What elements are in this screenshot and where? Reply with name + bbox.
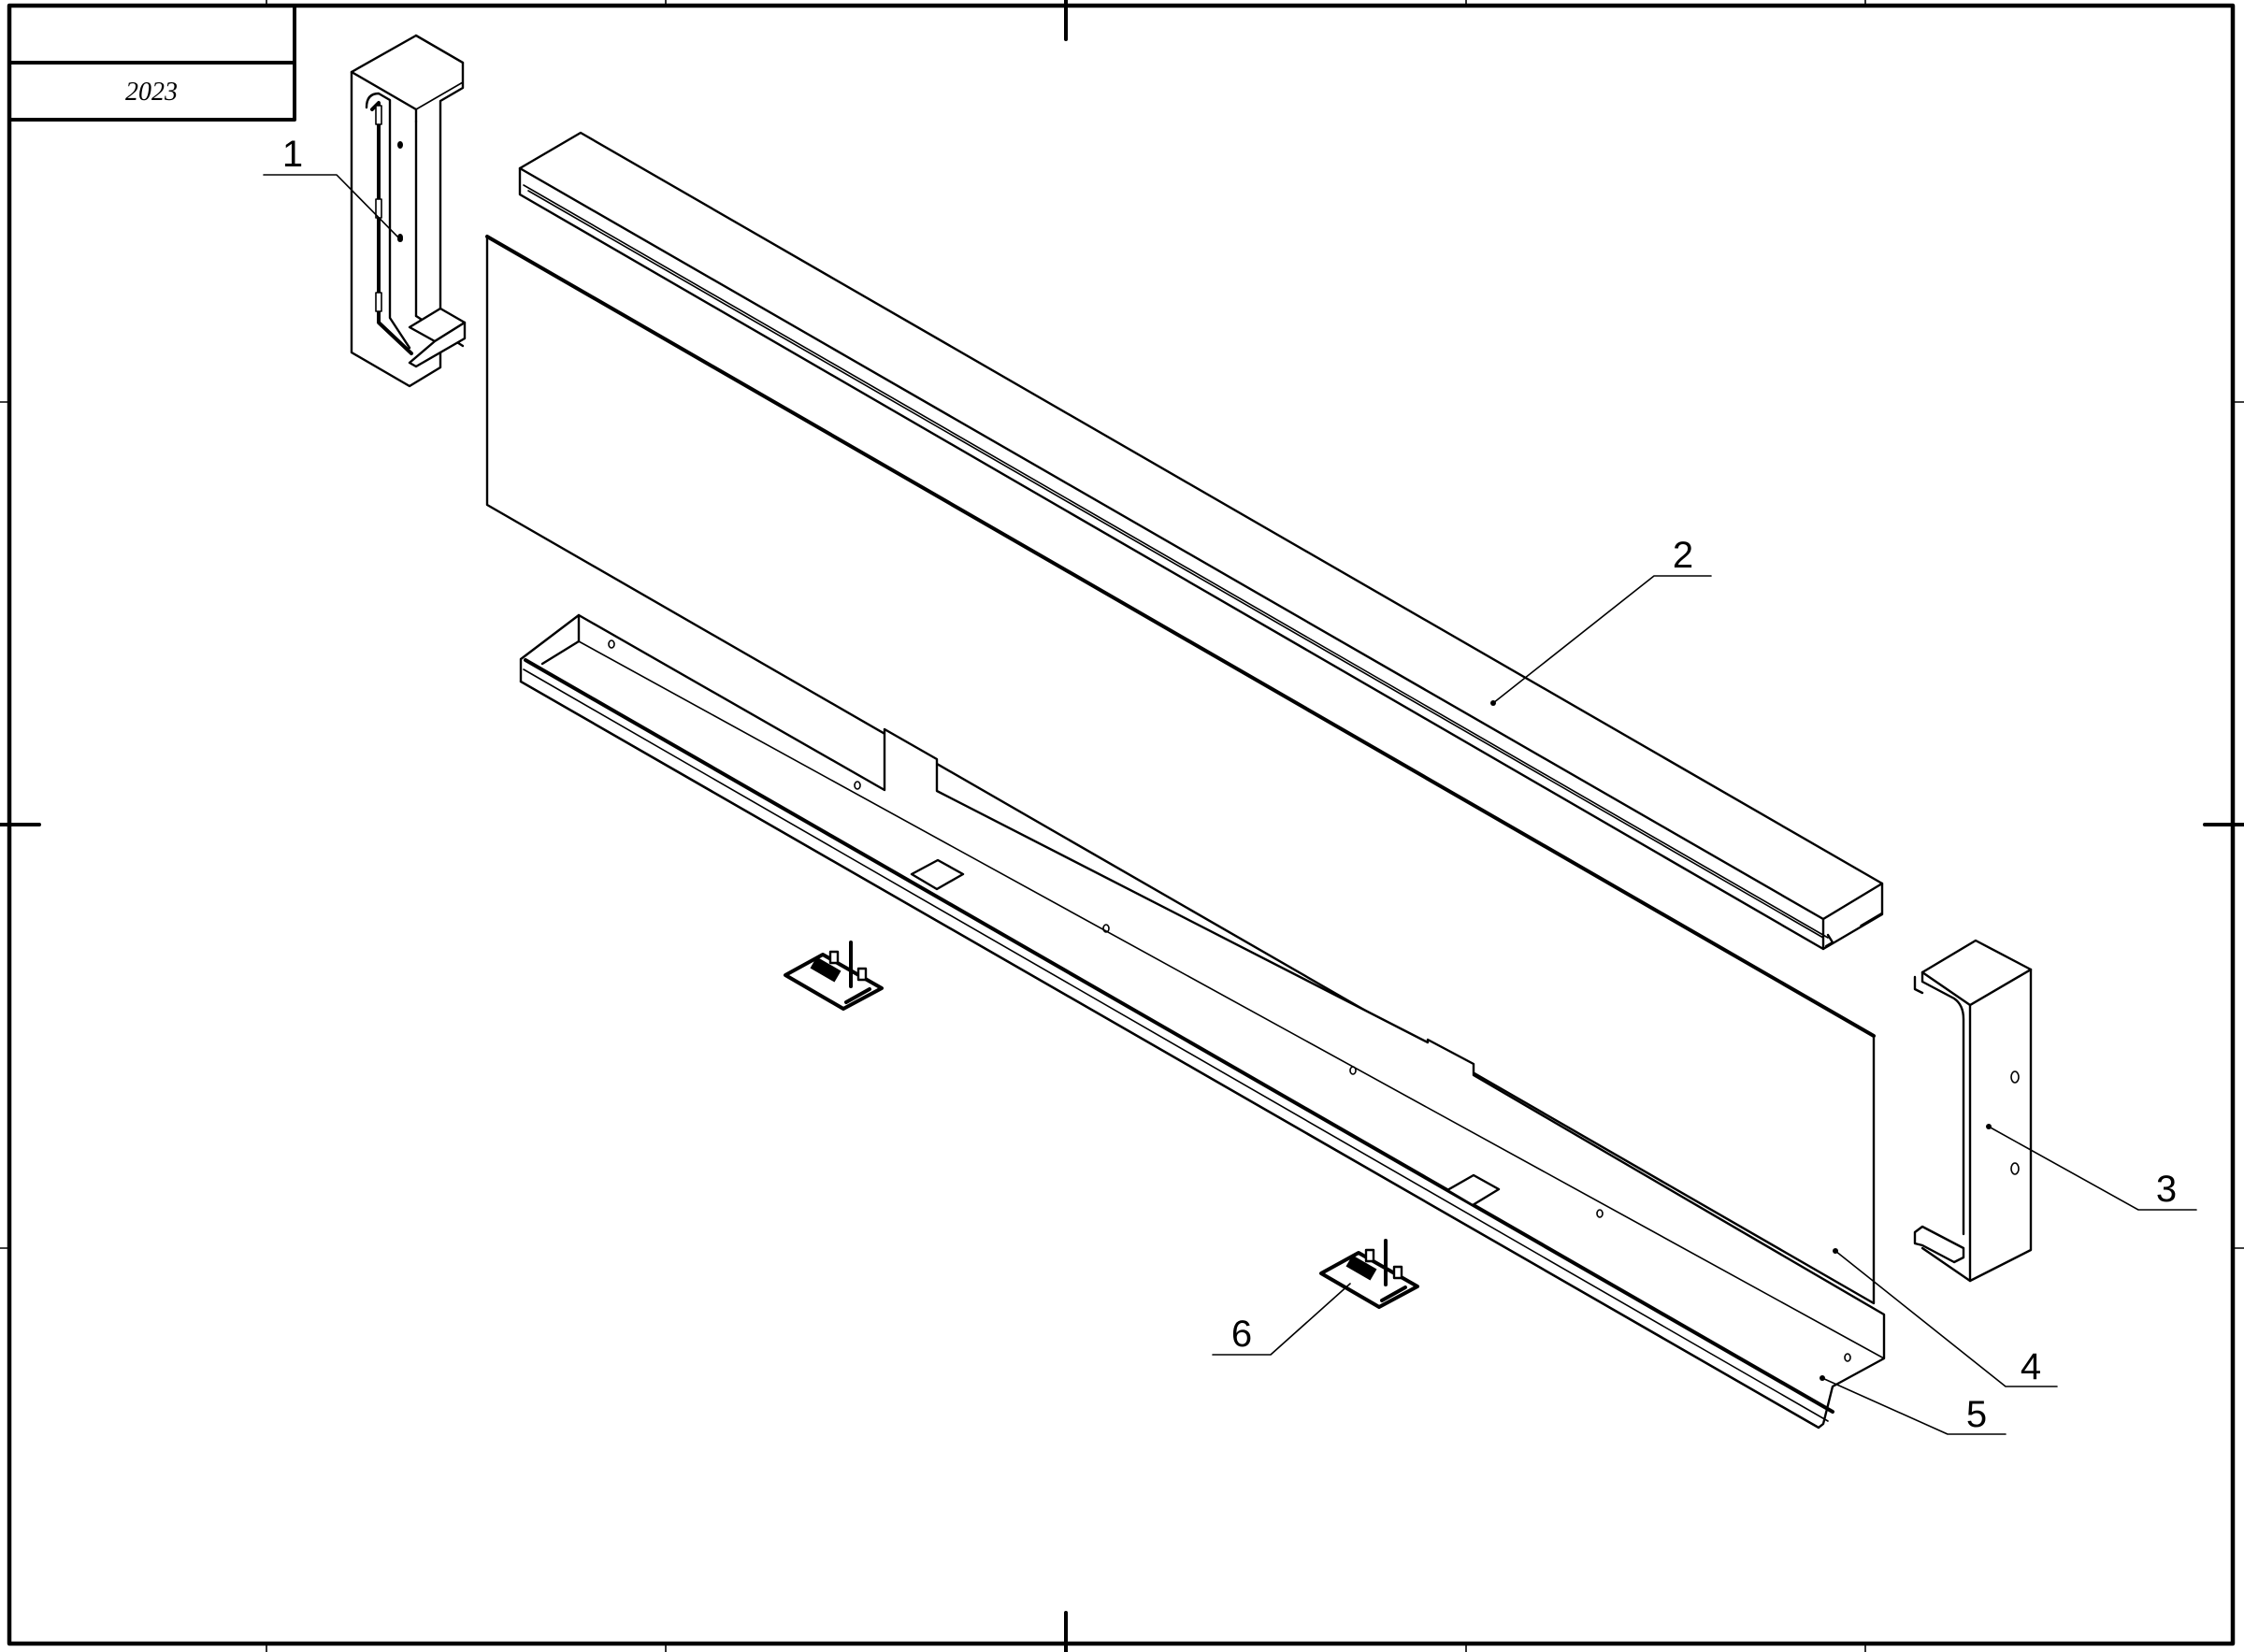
- callout-label-1: 1: [282, 134, 303, 175]
- callout-1: 1: [263, 134, 403, 242]
- callout-label-6: 6: [1231, 1314, 1252, 1355]
- callout-label-3: 3: [2156, 1169, 2177, 1210]
- part-6-hinge-bracket-left: [784, 941, 884, 1011]
- title-block-year: 2023: [125, 78, 178, 107]
- callout-2: 2: [1490, 535, 1712, 706]
- part-4-panel: [485, 235, 1876, 1305]
- callout-label-4: 4: [2021, 1346, 2041, 1387]
- part-1-left-end-cap: [350, 34, 467, 388]
- part-5-bottom-profile: [519, 613, 1886, 1429]
- callout-label-2: 2: [1673, 535, 1693, 576]
- callout-5: 5: [1820, 1375, 2007, 1435]
- title-block: 2023: [7, 4, 296, 122]
- callout-label-5: 5: [1966, 1394, 1987, 1435]
- part-2-top-profile: [518, 131, 1884, 951]
- part-3-right-end-cap: [1913, 939, 2033, 1283]
- callout-6: 6: [1212, 1283, 1351, 1356]
- callout-4: 4: [1833, 1248, 2058, 1387]
- callout-3: 3: [1986, 1124, 2197, 1211]
- part-6-hinge-bracket-right: [1319, 1239, 1419, 1309]
